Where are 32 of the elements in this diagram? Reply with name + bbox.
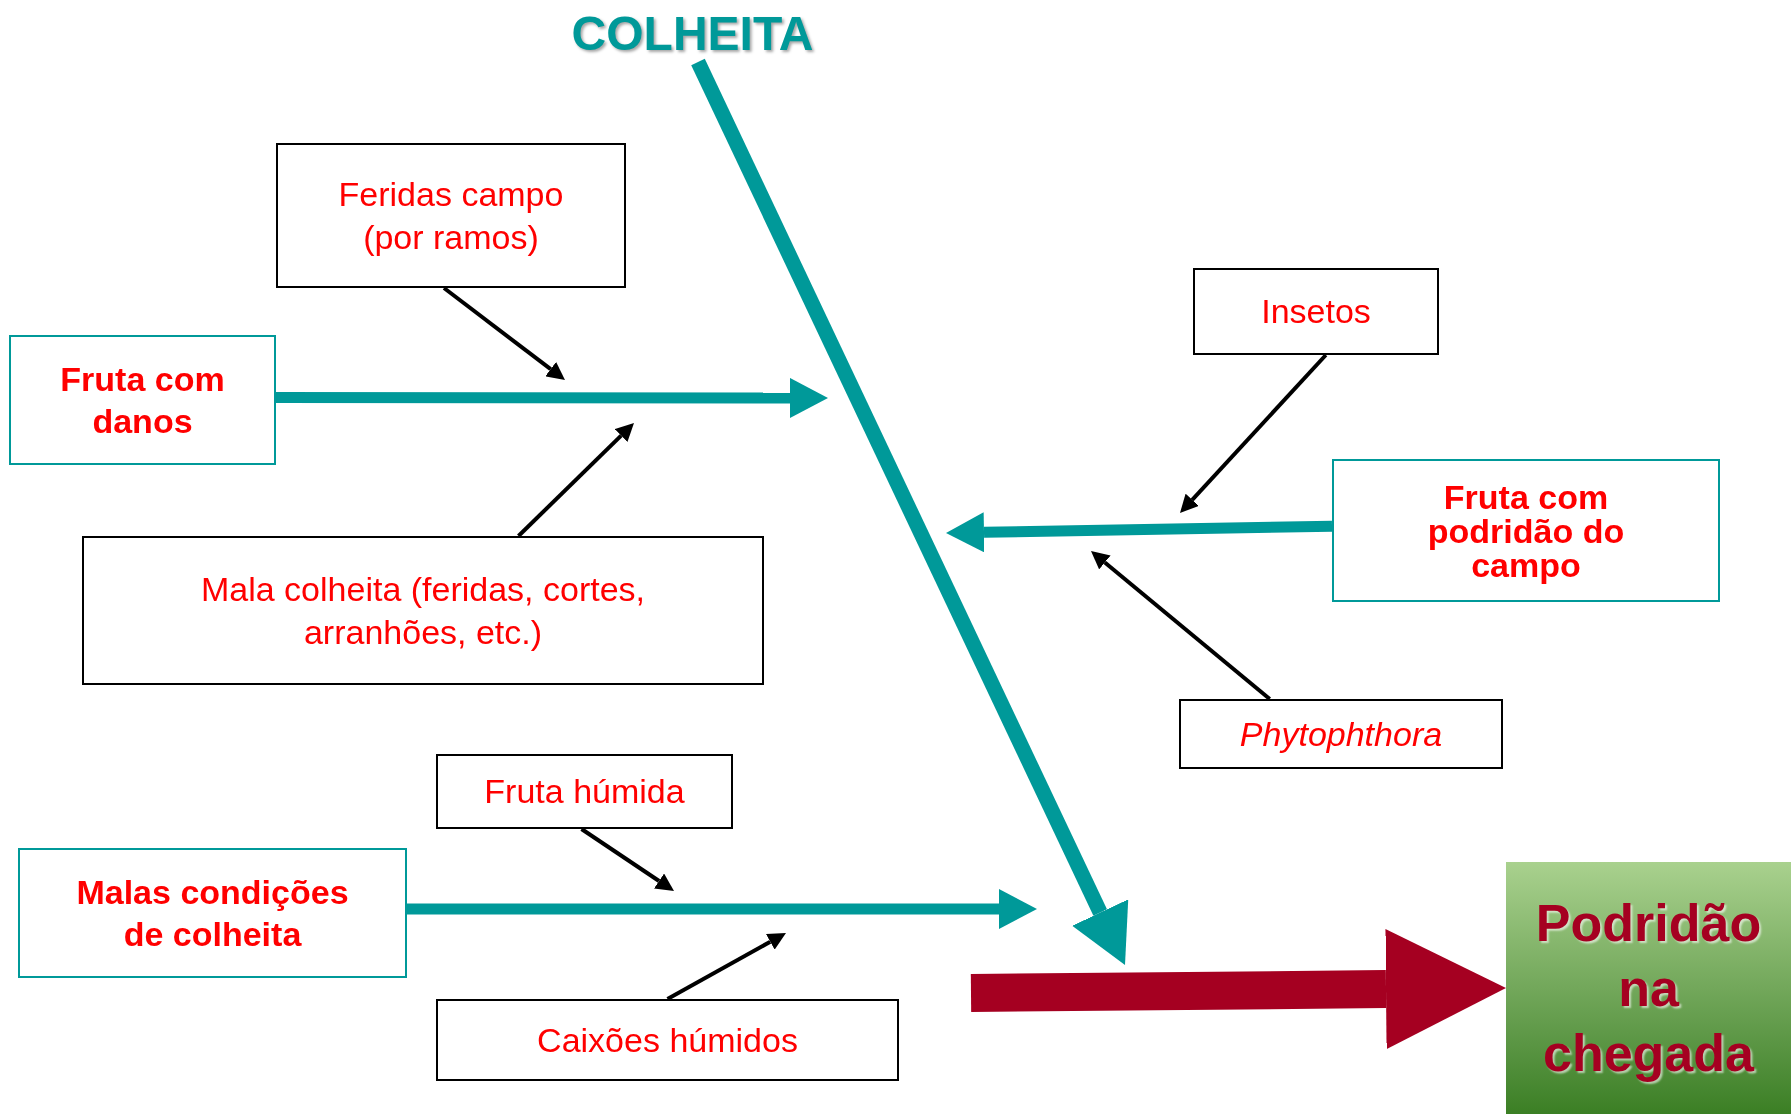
arrow <box>666 933 786 1001</box>
cause-box <box>436 999 899 1081</box>
box-label: Podridão na chegada <box>1534 892 1763 1084</box>
box-label: Feridas campo (por ramos) <box>337 174 565 258</box>
arrow <box>1180 353 1328 513</box>
box-label: Phytophthora <box>1239 713 1443 755</box>
title-text: COLHEITA <box>571 5 814 62</box>
box-label: Fruta com danos <box>59 358 226 442</box>
cause-box <box>82 536 764 685</box>
box-label: Mala colheita (feridas, cortes, arranhões, etc.) <box>199 569 647 653</box>
arrow <box>276 377 828 418</box>
box-label: Caixões húmidos <box>537 1019 798 1061</box>
cause-box <box>1179 699 1503 769</box>
arrow <box>946 512 1333 553</box>
box-label: Insetos <box>1261 291 1371 332</box>
arrow <box>1091 551 1271 701</box>
category-box <box>9 335 276 465</box>
cause-box <box>1193 268 1439 355</box>
cause-box <box>436 754 733 829</box>
arrow <box>691 58 1129 965</box>
cause-box <box>276 143 626 288</box>
box-label: Fruta húmida <box>484 771 685 812</box>
arrow <box>517 423 634 538</box>
arrow <box>970 929 1506 1050</box>
box-label: Fruta com podridão do campo <box>1426 479 1626 582</box>
arrow <box>580 827 674 891</box>
effect-box <box>1506 862 1791 1114</box>
category-box <box>1332 459 1720 602</box>
arrow <box>407 889 1037 929</box>
box-label: Malas condições de colheita <box>75 871 350 955</box>
category-box <box>18 848 407 978</box>
arrow <box>442 286 565 380</box>
